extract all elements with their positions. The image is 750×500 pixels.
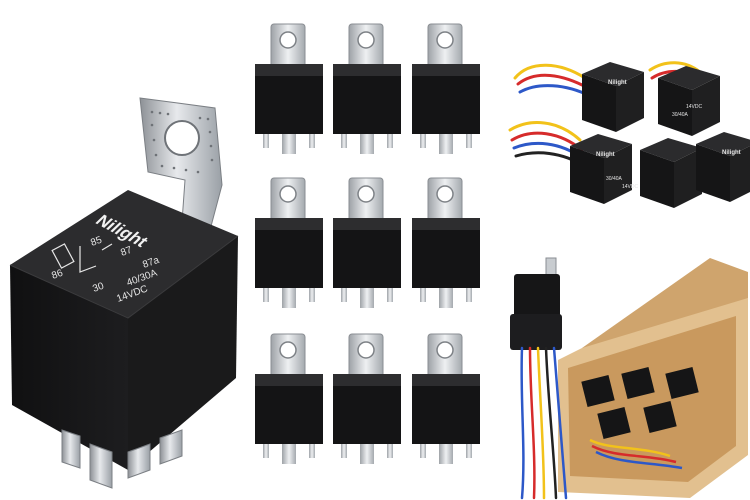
socket-rating-label: 30/40A bbox=[606, 176, 623, 182]
pin-86-label: 86 bbox=[50, 268, 65, 282]
wiring-diagram bbox=[51, 243, 113, 273]
loose-relay-harness bbox=[510, 257, 568, 500]
socket-relay-4 bbox=[640, 138, 702, 208]
relay-unit-3 bbox=[411, 23, 481, 155]
socket-rating-label: 30/40A bbox=[672, 112, 689, 118]
relay-cube bbox=[9, 190, 239, 470]
relay-unit-6 bbox=[411, 177, 481, 309]
relay-socket-set-image: Nilight Nilight Nilight 30/40A 14VDC 30/… bbox=[500, 0, 750, 245]
socket-voltage-label: 14VDC bbox=[622, 184, 639, 190]
pin-85-label: 85 bbox=[89, 235, 104, 249]
relay-unit-8 bbox=[332, 333, 402, 465]
mounting-bracket bbox=[139, 97, 223, 231]
relay-unit-4 bbox=[254, 177, 324, 309]
relay-unit-9 bbox=[411, 333, 481, 465]
relay-unit-1 bbox=[254, 23, 324, 155]
panel-divider bbox=[500, 245, 750, 250]
main-relay-image: Nilight 85 86 87 87a 30 40/30A 14VDC bbox=[0, 0, 245, 500]
pin-87-label: 87 bbox=[119, 245, 134, 259]
socket-relay-5 bbox=[696, 132, 750, 202]
socket-brand-label: Nilight bbox=[608, 80, 627, 86]
socket-relay-2 bbox=[658, 66, 720, 136]
relay-unit-2 bbox=[332, 23, 402, 155]
panel-divider bbox=[495, 0, 500, 500]
relay-grid-image bbox=[245, 0, 495, 500]
packaged-kit-image bbox=[500, 250, 750, 500]
relay-unit-7 bbox=[254, 333, 324, 465]
socket-brand-label: Nilight bbox=[722, 150, 741, 156]
socket-relay-1 bbox=[582, 62, 644, 132]
relay-terminals bbox=[61, 429, 183, 489]
socket-brand-label: Nilight bbox=[596, 152, 615, 158]
relay-unit-5 bbox=[332, 177, 402, 309]
boxed-relays bbox=[581, 366, 699, 470]
socket-relay-3 bbox=[570, 134, 632, 204]
socket-voltage-label: 14VDC bbox=[686, 104, 703, 110]
shipping-box bbox=[558, 258, 748, 498]
pin-30-label: 30 bbox=[91, 281, 106, 295]
